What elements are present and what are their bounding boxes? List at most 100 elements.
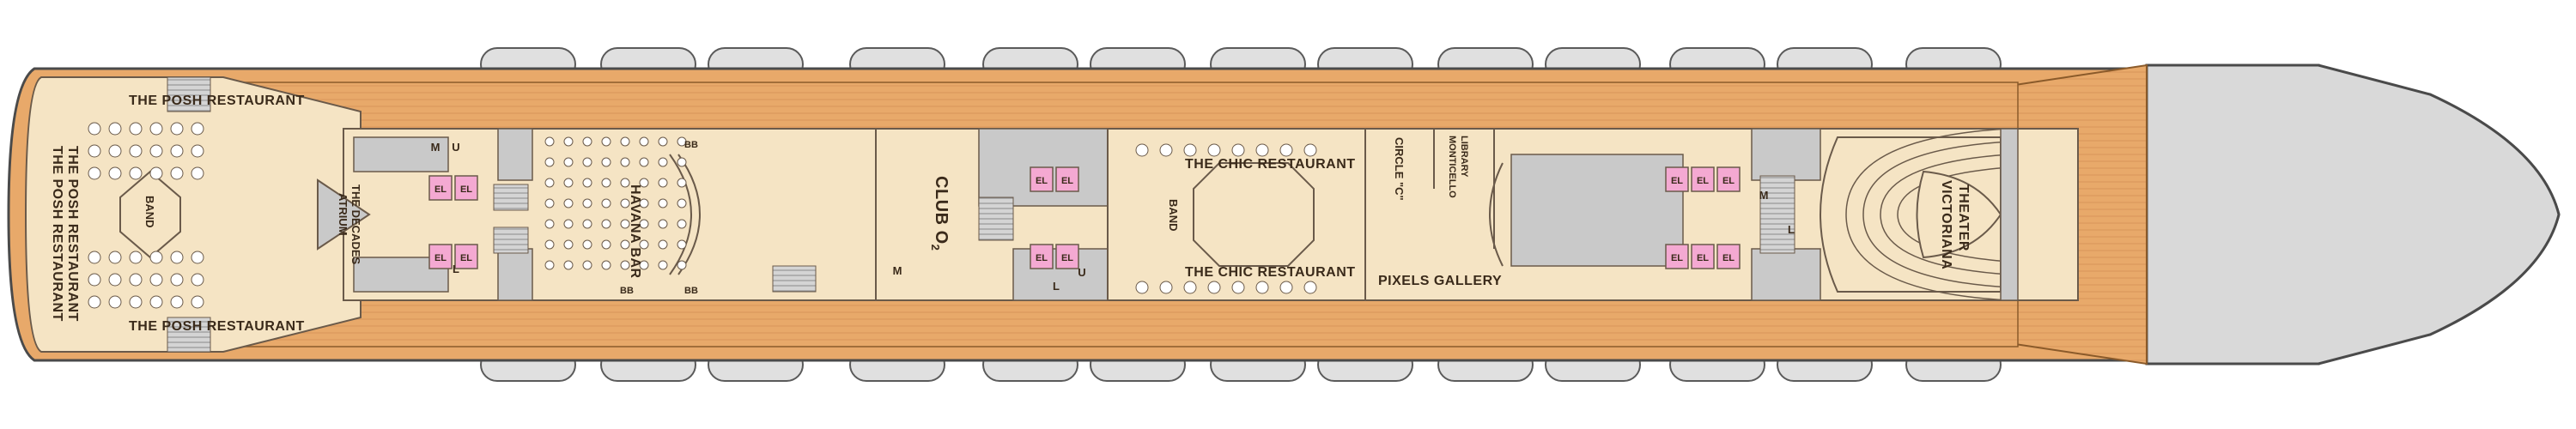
table <box>563 178 574 188</box>
elevator-label: EL <box>1061 253 1073 263</box>
elevator <box>1030 166 1054 192</box>
table <box>544 198 555 208</box>
elevator <box>454 244 478 269</box>
posh-restaurant-label-side-1: THE POSH RESTAURANT <box>50 146 64 322</box>
elevator <box>1055 244 1079 269</box>
table <box>601 157 611 167</box>
amenity-marker: U <box>452 141 459 154</box>
promenade-port <box>222 82 2019 130</box>
club-o2-label: CLUB O2 <box>929 176 951 251</box>
elevator-label: EL <box>1722 176 1735 186</box>
table <box>88 273 101 287</box>
table <box>88 295 101 309</box>
amenity-marker: U <box>1078 266 1085 279</box>
table <box>108 295 122 309</box>
table <box>1183 143 1197 157</box>
pixels-gallery-label: PIXELS GALLERY <box>1378 274 1502 288</box>
chic-restaurant-label-top: THE CHIC RESTAURANT <box>1185 157 1356 172</box>
table <box>563 239 574 250</box>
table <box>191 166 204 180</box>
table <box>149 273 163 287</box>
table <box>1159 281 1173 294</box>
promenade-starboard <box>222 299 2019 347</box>
elevator-label: EL <box>1722 253 1735 263</box>
amenity-marker: M <box>1759 189 1769 202</box>
table <box>677 198 687 208</box>
elevator-label: EL <box>1036 176 1048 186</box>
chic-band-label: BAND <box>1167 199 1180 232</box>
table <box>620 178 630 188</box>
elevator-label: EL <box>1697 176 1709 186</box>
interior-walls <box>669 129 1504 300</box>
table <box>620 239 630 250</box>
table <box>191 251 204 264</box>
table <box>1303 281 1317 294</box>
table <box>129 251 143 264</box>
posh-restaurant-label-top: THE POSH RESTAURANT <box>129 94 305 108</box>
table <box>620 219 630 229</box>
table <box>639 157 649 167</box>
table <box>1159 143 1173 157</box>
table <box>582 260 592 270</box>
elevator <box>1030 244 1054 269</box>
table <box>620 136 630 147</box>
table <box>1135 143 1149 157</box>
theater-stage <box>1916 170 2002 259</box>
elevator <box>1055 166 1079 192</box>
table <box>544 157 555 167</box>
table <box>170 273 184 287</box>
table <box>563 198 574 208</box>
table <box>1279 281 1293 294</box>
elevator <box>428 175 453 201</box>
table <box>191 144 204 158</box>
table <box>108 122 122 136</box>
table <box>601 178 611 188</box>
elevator <box>1691 166 1715 192</box>
table <box>639 260 649 270</box>
elevator <box>428 244 453 269</box>
elevator-label: EL <box>1671 176 1683 186</box>
chic-restaurant-label-bottom: THE CHIC RESTAURANT <box>1185 265 1356 280</box>
table <box>170 166 184 180</box>
aft-restaurant-area <box>24 76 361 353</box>
theater-rows <box>1845 128 2010 301</box>
table <box>88 122 101 136</box>
library-label-1: MONTICELLO <box>1447 136 1457 198</box>
library-label-2: LIBRARY <box>1459 136 1469 178</box>
table <box>149 144 163 158</box>
table <box>601 219 611 229</box>
table <box>582 157 592 167</box>
table <box>149 166 163 180</box>
elevator <box>1665 166 1689 192</box>
table <box>108 251 122 264</box>
posh-restaurant-label-side-2: THE POSH RESTAURANT <box>65 146 80 322</box>
theater-seating <box>1820 136 2002 293</box>
elevator-label: EL <box>1036 253 1048 263</box>
table <box>88 251 101 264</box>
club-o2-sub: 2 <box>929 245 942 251</box>
table <box>658 178 668 188</box>
elevator <box>1691 244 1715 269</box>
table <box>1279 143 1293 157</box>
amenity-marker: L <box>1053 280 1060 293</box>
table <box>620 157 630 167</box>
table <box>191 295 204 309</box>
table <box>677 178 687 188</box>
table <box>544 219 555 229</box>
table <box>170 295 184 309</box>
table <box>658 260 668 270</box>
table <box>1255 143 1269 157</box>
table <box>1231 143 1245 157</box>
table <box>582 239 592 250</box>
bow <box>2145 63 2561 366</box>
table <box>149 251 163 264</box>
table <box>1207 143 1221 157</box>
elevator-label: EL <box>434 253 447 263</box>
table <box>601 260 611 270</box>
aft-band-label: BAND <box>143 196 156 228</box>
table <box>1231 281 1245 294</box>
elevator-label: EL <box>1061 176 1073 186</box>
table <box>620 198 630 208</box>
